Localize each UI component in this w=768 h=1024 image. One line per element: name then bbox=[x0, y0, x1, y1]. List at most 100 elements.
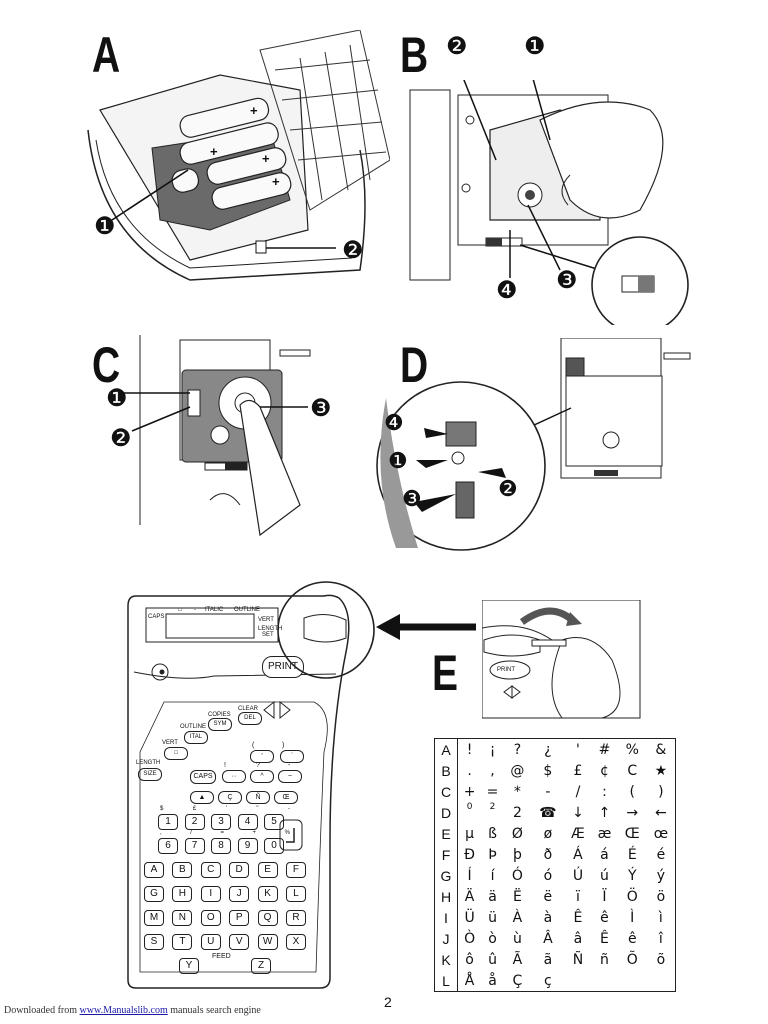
tilde-key[interactable]: ~ bbox=[278, 770, 302, 783]
display-label-square: □ bbox=[178, 607, 182, 613]
letter-key[interactable]: T bbox=[172, 934, 193, 950]
number-bottom-row: 6 7 8 9 0 bbox=[158, 838, 284, 854]
char-table-row-label: K bbox=[434, 949, 458, 970]
char-table-cell: ò bbox=[488, 930, 497, 947]
char-table-cell: Õ bbox=[626, 951, 638, 968]
accent-key-3[interactable]: Œ bbox=[274, 791, 298, 804]
letter-key[interactable]: L bbox=[285, 886, 306, 902]
letter-key[interactable]: N bbox=[172, 910, 193, 926]
display-label-vert: VERT bbox=[258, 617, 274, 623]
char-table-cell: Ì bbox=[630, 909, 635, 926]
ital-key[interactable]: ITAL bbox=[184, 731, 208, 744]
letter-key[interactable]: Z bbox=[251, 958, 271, 974]
key-0[interactable]: 0 bbox=[264, 838, 284, 854]
caps-key[interactable]: CAPS bbox=[190, 770, 216, 784]
del-key[interactable]: DEL bbox=[238, 712, 262, 725]
letter-key[interactable]: U bbox=[200, 934, 221, 950]
letter-key[interactable]: P bbox=[229, 910, 250, 926]
char-table-cell: Ã bbox=[512, 951, 523, 968]
key-4[interactable]: 4 bbox=[237, 814, 258, 830]
battery-compartment-illustration: ++++ bbox=[87, 30, 390, 281]
char-table-cell: ú bbox=[600, 867, 609, 884]
sym-key[interactable]: SYM bbox=[208, 718, 232, 731]
letter-key[interactable]: C bbox=[200, 862, 221, 878]
key-3[interactable]: 3 bbox=[211, 814, 231, 830]
box-key[interactable]: □ bbox=[164, 747, 188, 760]
accent-key-0[interactable]: ▲ bbox=[190, 791, 214, 804]
char-table-cell: ö bbox=[656, 888, 666, 905]
callout-b-3: ❸ bbox=[556, 267, 578, 294]
callout-d-2: ❷ bbox=[498, 476, 518, 501]
key-6[interactable]: 6 bbox=[158, 838, 178, 854]
letter-key[interactable]: M bbox=[144, 910, 164, 926]
char-table-cell: , bbox=[490, 762, 495, 779]
char-table-cell: À bbox=[512, 909, 523, 926]
char-table-cell: ★ bbox=[654, 762, 668, 779]
letter-key[interactable]: R bbox=[285, 910, 306, 926]
letter-key[interactable]: A bbox=[144, 862, 164, 878]
char-table-cell: 2 bbox=[512, 804, 522, 821]
char-table-cell: ¿ bbox=[544, 741, 552, 758]
letter-key[interactable]: S bbox=[144, 934, 164, 950]
letter-key[interactable]: V bbox=[229, 934, 250, 950]
quote-key[interactable]: ' bbox=[250, 750, 274, 763]
letter-key[interactable]: O bbox=[200, 910, 221, 926]
char-table-row-label: A bbox=[434, 738, 458, 760]
letter-key[interactable]: H bbox=[172, 886, 193, 902]
key-5[interactable]: 5 bbox=[264, 814, 284, 830]
letter-key[interactable]: J bbox=[229, 886, 250, 902]
letter-key[interactable]: F bbox=[285, 862, 306, 878]
char-table-cell: œ bbox=[653, 825, 669, 842]
svg-text:+: + bbox=[262, 151, 270, 166]
char-table-cell: Ü bbox=[464, 909, 475, 926]
accent-key-2[interactable]: Ñ bbox=[246, 791, 270, 804]
char-table-cell: ê bbox=[627, 930, 637, 947]
letter-key[interactable]: I bbox=[200, 886, 221, 902]
letter-key[interactable]: B bbox=[172, 862, 193, 878]
char-table-cell: - bbox=[545, 783, 551, 800]
char-table-row: A!¡?¿'#%& bbox=[434, 738, 676, 760]
accent-key-1[interactable]: Ç bbox=[218, 791, 242, 804]
char-table-cell: Ý bbox=[627, 867, 637, 884]
key-9[interactable]: 9 bbox=[237, 838, 258, 854]
label-length: LENGTH bbox=[136, 760, 161, 766]
key-1[interactable]: 1 bbox=[158, 814, 178, 830]
letter-key[interactable]: Y bbox=[179, 958, 199, 974]
letter-key[interactable]: D bbox=[229, 862, 250, 878]
callout-b-2: ❷ bbox=[446, 33, 468, 60]
key-7[interactable]: 7 bbox=[184, 838, 205, 854]
letter-key[interactable]: X bbox=[285, 934, 306, 950]
char-table-cell: Þ bbox=[488, 846, 497, 863]
footer-link[interactable]: www.Manualslib.com bbox=[79, 1005, 168, 1016]
print-key[interactable]: PRINT bbox=[262, 656, 304, 678]
circumflex-key[interactable]: ^ bbox=[250, 770, 274, 783]
char-table-cell: * bbox=[513, 783, 521, 800]
char-table-cell: ) bbox=[658, 783, 664, 800]
char-table-cell: Ø bbox=[511, 825, 523, 842]
char-table-cell: Œ bbox=[624, 825, 640, 842]
key-8[interactable]: 8 bbox=[211, 838, 231, 854]
char-table-cell: î bbox=[658, 930, 663, 947]
letter-key[interactable]: E bbox=[257, 862, 278, 878]
char-table-cell: ø bbox=[543, 825, 553, 842]
char-table-cell: Ä bbox=[464, 888, 475, 905]
svg-text:+: + bbox=[272, 174, 280, 189]
callout-d-4: ❹ bbox=[384, 410, 404, 435]
super-8: = bbox=[220, 830, 224, 836]
letter-key[interactable]: G bbox=[144, 886, 164, 902]
letter-key[interactable]: Q bbox=[257, 910, 278, 926]
key-2[interactable]: 2 bbox=[184, 814, 205, 830]
char-table-cell: Ê bbox=[600, 930, 609, 947]
umlaut-key[interactable]: ·· bbox=[222, 770, 246, 783]
display-label-italic: ITALIC bbox=[205, 607, 224, 613]
size-key[interactable]: SIZE bbox=[138, 768, 162, 781]
letter-key[interactable]: K bbox=[257, 886, 278, 902]
letter-key[interactable]: W bbox=[257, 934, 278, 950]
backtick-key[interactable]: ` bbox=[280, 750, 304, 763]
char-table-cell: & bbox=[655, 741, 667, 758]
char-table-cell: Ó bbox=[511, 867, 523, 884]
